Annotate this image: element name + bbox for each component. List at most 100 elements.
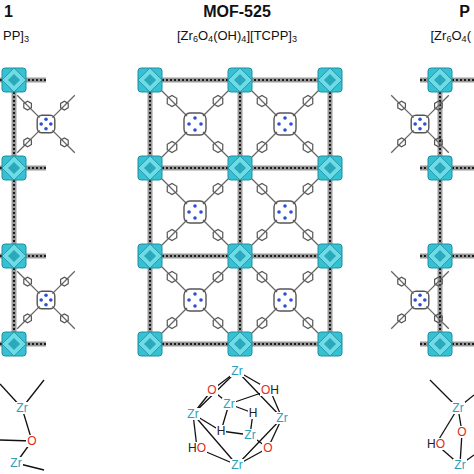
- zr-cluster: [428, 68, 452, 92]
- zr-cluster: [2, 68, 26, 92]
- atom-label: HO: [187, 442, 207, 455]
- cage-bond: [237, 418, 282, 465]
- phenyl-ring: [213, 272, 223, 283]
- phenyl-ring: [435, 277, 443, 286]
- atom-label: Zr: [186, 408, 199, 421]
- zr-cluster: [2, 332, 26, 356]
- phenyl-ring: [24, 101, 32, 110]
- linker-bar-core: [439, 80, 441, 344]
- framework-formula: PP]3: [2, 29, 30, 43]
- porphyrin-core: [274, 113, 296, 135]
- phenyl-ring: [303, 142, 313, 153]
- atom-label: HO: [426, 438, 446, 451]
- phenyl-ring: [213, 318, 223, 329]
- atom-label: Zr: [222, 398, 235, 411]
- phenyl-ring: [61, 101, 69, 110]
- zr-cluster: [2, 244, 26, 268]
- framework-name: P: [458, 4, 471, 21]
- zr-cluster: [138, 156, 162, 180]
- phenyl-ring: [257, 318, 267, 329]
- linker-bar: [438, 80, 443, 344]
- zr-cluster: [318, 244, 342, 268]
- linker-bar: [238, 80, 243, 344]
- cage-bond: [193, 414, 237, 465]
- zr-cluster: [318, 68, 342, 92]
- atom-label: H: [216, 425, 227, 438]
- phenyl-ring: [257, 184, 267, 195]
- phenyl-ring: [61, 277, 69, 286]
- zr-cluster: [228, 244, 252, 268]
- phenyl-ring: [303, 96, 313, 107]
- atom-label: H: [248, 407, 259, 420]
- phenyl-ring: [435, 101, 443, 110]
- phenyl-ring: [257, 272, 267, 283]
- zr-cluster: [138, 68, 162, 92]
- atom-label: Zr: [15, 402, 28, 415]
- linker-bar-core: [149, 80, 151, 344]
- zr-cluster: [138, 244, 162, 268]
- zr-cluster: [228, 332, 252, 356]
- zr-cluster: [2, 156, 26, 180]
- atom-label: Zr: [451, 402, 464, 415]
- atom-label: O: [26, 435, 37, 448]
- phenyl-ring: [303, 272, 313, 283]
- phenyl-ring: [398, 138, 406, 147]
- phenyl-ring: [24, 314, 32, 323]
- framework-name: 1: [3, 4, 14, 21]
- phenyl-ring: [398, 314, 406, 323]
- phenyl-ring: [167, 96, 177, 107]
- phenyl-ring: [398, 101, 406, 110]
- phenyl-ring: [213, 184, 223, 195]
- phenyl-ring: [213, 96, 223, 107]
- phenyl-ring: [257, 230, 267, 241]
- porphyrin-linkers: [17, 88, 449, 336]
- porphyrin-core: [184, 201, 206, 223]
- atom-label: Zr: [230, 365, 243, 378]
- zr-cluster: [228, 156, 252, 180]
- zr-cluster: [228, 68, 252, 92]
- zr-clusters: [2, 68, 452, 356]
- atom-label: O: [206, 384, 217, 397]
- phenyl-ring: [257, 142, 267, 153]
- phenyl-ring: [213, 230, 223, 241]
- phenyl-ring: [61, 314, 69, 323]
- porphyrin-core: [184, 113, 206, 135]
- porphyrin-core: [411, 115, 429, 133]
- phenyl-ring: [167, 230, 177, 241]
- atom-label: Zr: [243, 429, 256, 442]
- phenyl-ring: [435, 138, 443, 147]
- zr-cluster: [318, 156, 342, 180]
- phenyl-ring: [167, 184, 177, 195]
- porphyrin-core: [274, 289, 296, 311]
- atom-label: Zr: [453, 459, 466, 472]
- phenyl-ring: [398, 277, 406, 286]
- zr-cluster: [138, 332, 162, 356]
- atom-label: OH: [260, 384, 280, 397]
- linker-bar-core: [329, 80, 331, 344]
- framework-formula: [Zr6O4(OH)4][TCPP]3: [176, 29, 298, 43]
- zr-cluster: [428, 332, 452, 356]
- porphyrin-core: [274, 201, 296, 223]
- porphyrin-core: [411, 291, 429, 309]
- linker-bar-core: [239, 80, 241, 344]
- linker-bar: [328, 80, 333, 344]
- phenyl-ring: [303, 184, 313, 195]
- framework-name: MOF-525: [202, 4, 272, 21]
- atom-label: O: [456, 426, 467, 439]
- atom-label: Zr: [9, 457, 22, 470]
- porphyrin-core: [37, 291, 55, 309]
- atom-label: Zr: [275, 412, 288, 425]
- porphyrin-core: [184, 289, 206, 311]
- phenyl-ring: [167, 272, 177, 283]
- phenyl-ring: [303, 230, 313, 241]
- phenyl-ring: [61, 138, 69, 147]
- phenyl-ring: [435, 314, 443, 323]
- linker-bar: [148, 80, 153, 344]
- phenyl-ring: [167, 142, 177, 153]
- linker-bar-core: [13, 80, 15, 344]
- zr-cluster: [428, 244, 452, 268]
- zr-cluster: [428, 156, 452, 180]
- phenyl-ring: [257, 96, 267, 107]
- cluster-cage-lines: [0, 371, 474, 470]
